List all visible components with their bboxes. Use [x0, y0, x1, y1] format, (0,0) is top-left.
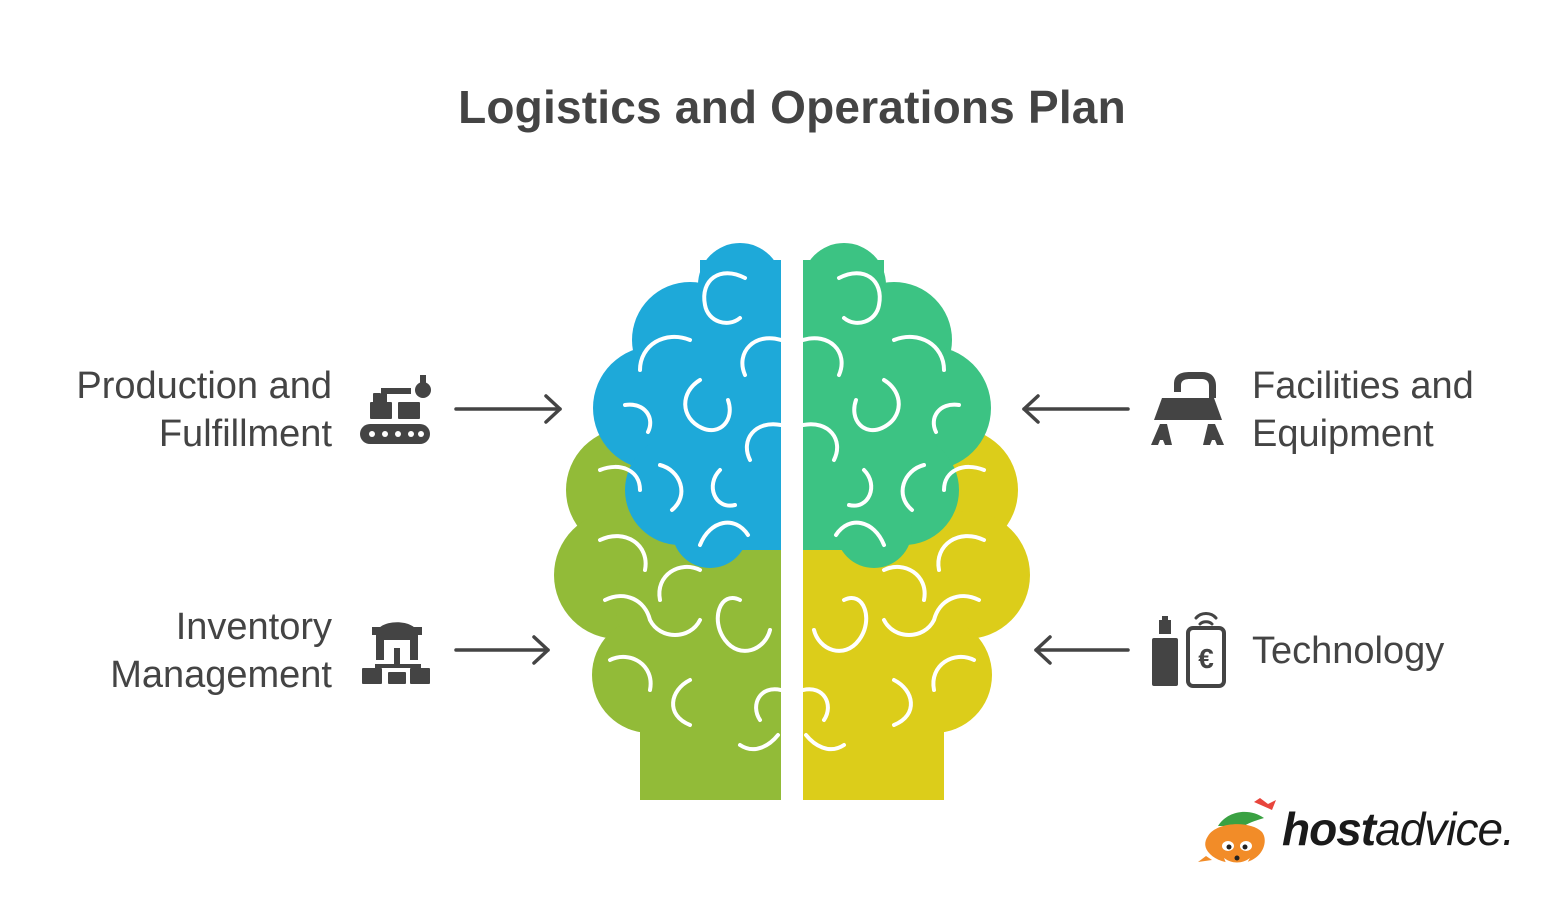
brain-folds-left [598, 271, 781, 752]
label-line: Facilities and [1252, 365, 1474, 407]
arrow-inventory [454, 635, 550, 665]
brain-left-hemisphere [554, 243, 781, 800]
logo-host-text: host [1282, 803, 1376, 855]
label-line: Fulfillment [158, 413, 332, 455]
conveyor-robot-icon [360, 375, 431, 444]
label-facilities-equipment: Facilities and Equipment [1252, 362, 1568, 458]
label-line: Equipment [1252, 413, 1434, 455]
brain-folds-right [803, 271, 986, 752]
label-line: Technology [1252, 630, 1445, 672]
phone-payment-icon: € [1152, 612, 1226, 688]
brain-lobe-production [593, 243, 781, 568]
fox-mascot-icon [1198, 798, 1276, 870]
arrow-production [454, 394, 562, 424]
svg-text:€: € [1198, 643, 1214, 674]
brain-right-hemisphere [803, 243, 1030, 800]
arrow-technology [1034, 635, 1130, 665]
label-line: Management [110, 654, 332, 696]
label-line: Inventory [175, 606, 332, 648]
page-title: Logistics and Operations Plan [458, 81, 1126, 133]
logo-wordmark: hostadvice. [1282, 802, 1515, 856]
label-production-fulfillment: Production and Fulfillment [12, 362, 332, 458]
logo-advice-text: advice. [1375, 803, 1515, 855]
label-technology: Technology [1252, 627, 1568, 675]
hostadvice-logo: hostadvice. [1198, 796, 1528, 872]
label-line: Production and [76, 365, 332, 407]
warehouse-network-icon [362, 622, 430, 684]
label-inventory-management: Inventory Management [12, 603, 332, 699]
arrow-facilities [1022, 394, 1130, 424]
workbench-icon [1151, 372, 1224, 445]
